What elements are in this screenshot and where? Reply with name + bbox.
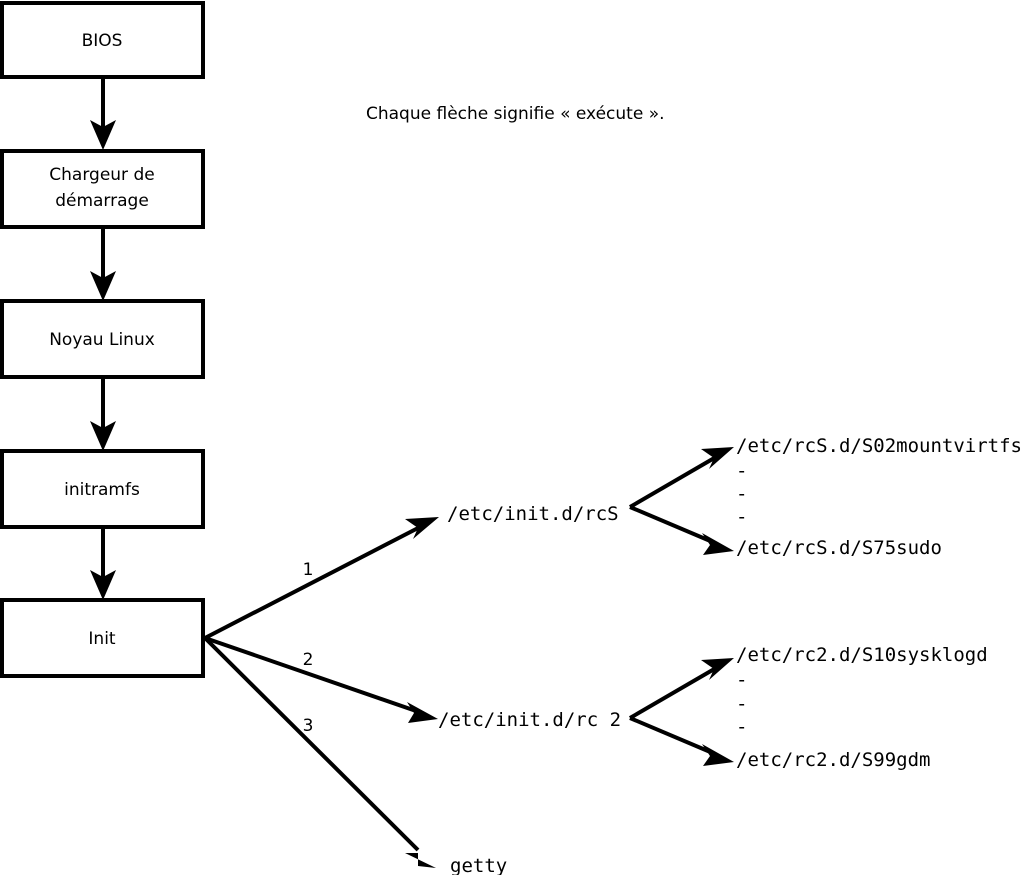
arrow-initramfs-to-init: [90, 527, 116, 600]
fanout-rc2-upper-line: [628, 666, 718, 720]
fanout-rcs-lower-line: [629, 505, 716, 545]
branch-number-2: 2: [303, 650, 314, 670]
arrow-init-to-rcs-head: [405, 517, 439, 539]
fanout-rcs-upper-line: [628, 455, 718, 509]
label-rcs-ellipsis-3: -: [736, 506, 747, 528]
arrow-bios-to-bootloader-head: [90, 120, 116, 150]
node-bootloader-label-line1: Chargeur de: [49, 165, 154, 185]
fanout-rc2-lower-line: [629, 716, 716, 756]
label-rcs-script-first: /etc/rcS.d/S02mountvirtfs: [736, 435, 1022, 457]
fanout-rc2-lower-head: [702, 744, 734, 766]
label-rc2-ellipsis-1: -: [736, 669, 747, 691]
node-bootloader-rect: [0, 149, 205, 229]
arrow-kernel-to-initramfs: [90, 377, 116, 451]
label-init-d-rcs: /etc/init.d/rcS: [447, 503, 619, 525]
node-bios: BIOS: [0, 1, 205, 79]
node-kernel: Noyau Linux: [0, 299, 205, 379]
node-init-rect: [0, 598, 205, 678]
node-kernel-label: Noyau Linux: [49, 330, 155, 350]
label-rc2-ellipsis-3: -: [736, 716, 747, 738]
arrow-init-to-rcs-line: [204, 525, 421, 640]
legend-note: Chaque flèche signifie « exécute ».: [366, 104, 665, 124]
node-bootloader: Chargeur de démarrage: [0, 149, 205, 229]
node-init: Init: [0, 598, 205, 678]
node-initramfs-rect: [0, 449, 205, 529]
arrow-init-to-getty: 3: [203, 636, 436, 868]
node-bootloader-label-line2: démarrage: [55, 191, 149, 211]
arrow-kernel-to-initramfs-head: [90, 421, 116, 451]
fanout-rc2-upper-head: [701, 658, 734, 680]
arrow-bootloader-to-kernel: [90, 227, 116, 301]
label-getty: getty: [450, 855, 507, 875]
node-init-label: Init: [88, 629, 116, 649]
arrow-init-to-getty-head: [405, 853, 436, 868]
label-rcs-ellipsis-2: -: [736, 483, 747, 505]
label-rc2-script-first: /etc/rc2.d/S10sysklogd: [736, 644, 988, 666]
fanout-rcs-lower-head: [702, 533, 734, 555]
node-initramfs-label: initramfs: [64, 480, 140, 500]
arrow-init-to-rc2-head: [407, 702, 438, 723]
label-rcs-ellipsis-1: -: [736, 460, 747, 482]
arrow-init-to-rc2-line: [204, 636, 420, 714]
arrow-init-to-rc2: 2: [204, 636, 438, 723]
node-bios-rect: [0, 1, 205, 79]
branch-number-3: 3: [303, 716, 314, 736]
label-rcs-script-last: /etc/rcS.d/S75sudo: [736, 537, 942, 559]
arrow-bootloader-to-kernel-head: [90, 271, 116, 301]
branch-number-1: 1: [303, 560, 314, 580]
node-initramfs: initramfs: [0, 449, 205, 529]
label-rc2-ellipsis-2: -: [736, 693, 747, 715]
node-bios-label: BIOS: [82, 31, 123, 51]
fanout-rc2: [628, 658, 734, 766]
arrow-init-to-rcs: 1: [204, 517, 439, 640]
arrow-initramfs-to-init-head: [90, 570, 116, 600]
arrow-bios-to-bootloader: [90, 77, 116, 150]
fanout-rcs-upper-head: [701, 447, 734, 469]
label-init-d-rc2: /etc/init.d/rc 2: [438, 709, 621, 731]
label-rc2-script-last: /etc/rc2.d/S99gdm: [736, 749, 930, 771]
arrow-init-to-getty-line: [203, 636, 420, 852]
fanout-rcs: [628, 447, 734, 555]
